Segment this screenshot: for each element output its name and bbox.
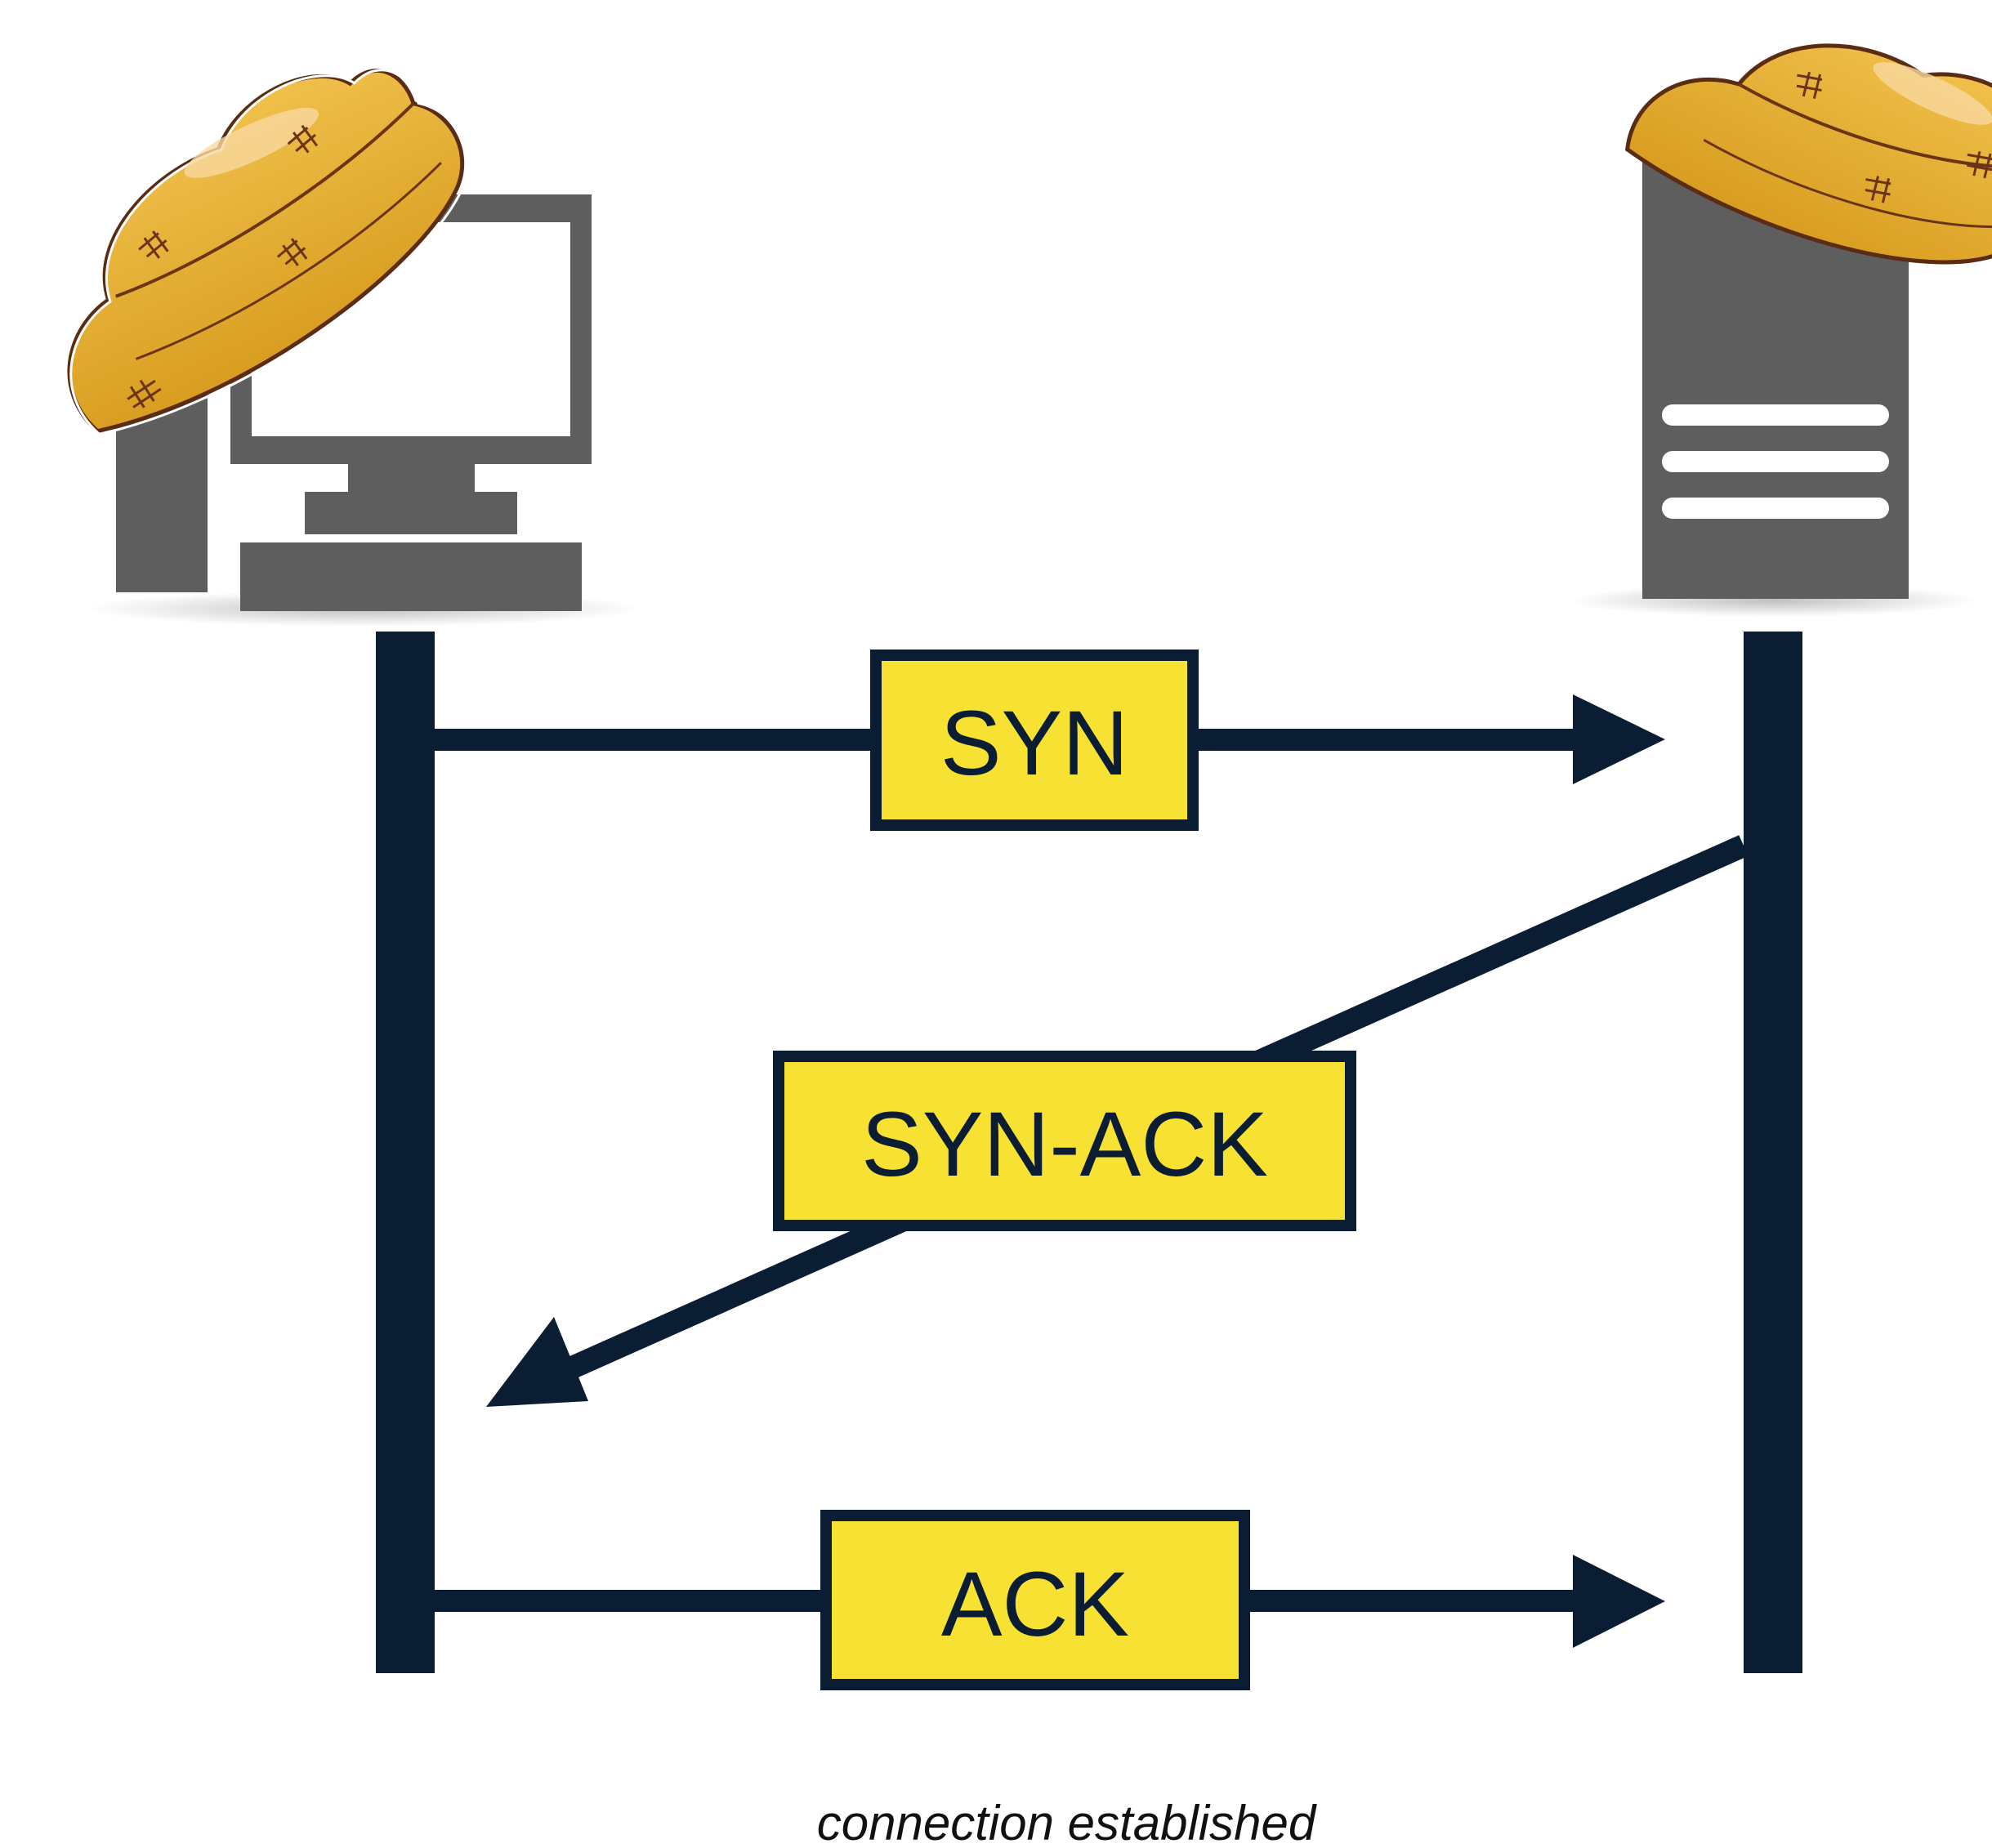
syn-label: SYN [940, 692, 1128, 794]
syn-ack-label: SYN-ACK [861, 1093, 1268, 1195]
server-lifeline [1744, 632, 1802, 1673]
client-lifeline [376, 632, 435, 1673]
syn-label-box: SYN [870, 649, 1199, 831]
syn-ack-label-box: SYN-ACK [773, 1051, 1356, 1231]
ack-label-box: ACK [820, 1510, 1250, 1690]
server-straw-hat-icon [1624, 43, 1992, 265]
caption: connection established [817, 1796, 1317, 1848]
ack-label: ACK [941, 1553, 1129, 1655]
client-straw-hat-icon [67, 68, 469, 436]
